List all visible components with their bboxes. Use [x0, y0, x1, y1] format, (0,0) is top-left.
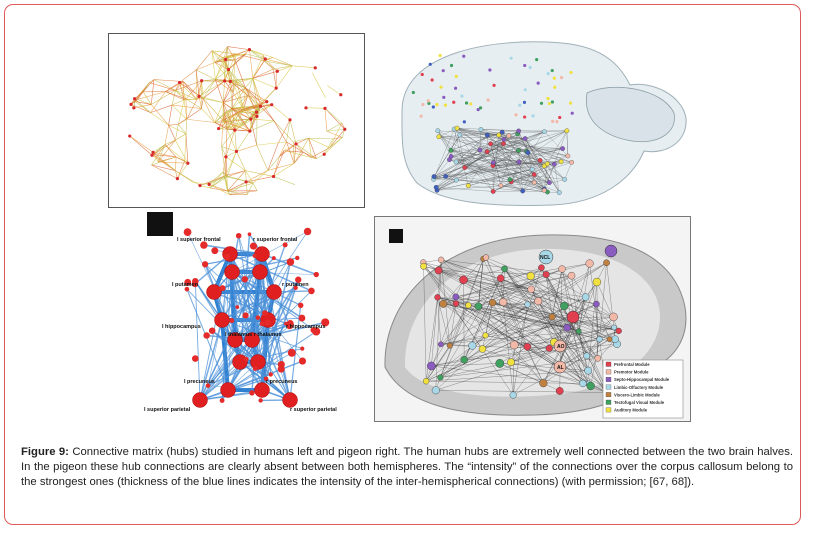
- pigeon-brain-network-view: [382, 33, 689, 206]
- label-r-precuneus: r precuneus: [266, 379, 297, 385]
- label-r-hippocampus: r hippocampus: [286, 324, 325, 330]
- legend-entry-label: Prefrontal Module: [614, 362, 650, 367]
- label-thalamus: l thalamus r thalamus: [225, 332, 282, 338]
- node-label-ncl: NCL: [540, 255, 550, 261]
- label-l-precuneus: l precuneus: [184, 379, 215, 385]
- legend-swatch: [605, 361, 612, 367]
- figure-caption: Figure 9: Connective matrix (hubs) studi…: [21, 445, 793, 490]
- label-l-hippocampus: l hippocampus: [162, 324, 201, 330]
- legend-entry-label: Premotor Module: [614, 370, 649, 375]
- legend-entry-label: Viscero-Limbic Module: [614, 392, 660, 397]
- caption-label: Figure 9:: [21, 446, 69, 458]
- legend-entry-label: Tectofugal Visual Module: [614, 400, 665, 405]
- legend-swatch: [605, 369, 612, 375]
- human-connectome-top-view: [108, 33, 365, 208]
- pigeon-network-nodes: [431, 125, 574, 195]
- label-l-superior-frontal: l superior frontal: [177, 237, 221, 243]
- node-label-ao: AO: [557, 344, 565, 350]
- legend-swatch: [605, 407, 612, 413]
- legend-entry-label: Septo-Hippocampal Module: [614, 377, 670, 382]
- pigeon-network-edges: [433, 127, 572, 193]
- node-label-al: AL: [557, 365, 564, 371]
- legend-entry-label: Limbic-Olfactory Module: [614, 385, 664, 390]
- legend-swatch: [605, 392, 612, 398]
- label-r-putamen: r putamen: [282, 282, 309, 288]
- panel-c-letter-badge: [147, 212, 173, 236]
- legend-swatch: [605, 399, 612, 405]
- pigeon-cerebellum-outline: [585, 86, 675, 143]
- legend-entry-label: Auditory Module: [614, 408, 648, 413]
- label-r-superior-parietal: r superior parietal: [290, 407, 337, 413]
- label-l-superior-parietal: l superior parietal: [144, 407, 191, 413]
- label-r-superior-frontal: r superior frontal: [253, 237, 298, 243]
- legend-swatch: [605, 384, 612, 390]
- mesh-nodes: [128, 48, 347, 188]
- caption-text: Connective matrix (hubs) studied in huma…: [21, 446, 794, 488]
- human-hub-network: l superior frontal r superior frontal l …: [140, 212, 363, 424]
- label-l-putamen: l putamen: [172, 282, 199, 288]
- mesh-edges: [129, 46, 346, 195]
- panel-d-letter-badge: [389, 229, 403, 243]
- upper-nodes: [411, 53, 574, 124]
- legend-swatch: [605, 377, 612, 382]
- legend-box: [602, 359, 684, 419]
